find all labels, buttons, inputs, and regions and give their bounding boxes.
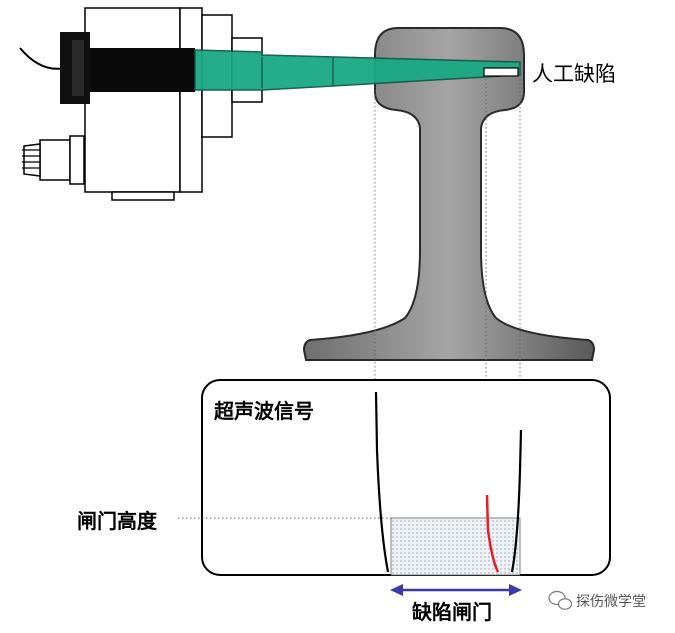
wechat-icon (548, 590, 573, 610)
signal-label: 超声波信号 (213, 399, 314, 423)
artificial-defect-slot (483, 67, 519, 77)
probe-flange-1 (179, 7, 203, 193)
gate-height-label: 闸门高度 (77, 509, 158, 533)
defect-gate-arrow (390, 584, 522, 596)
defect-gate-area (390, 517, 521, 576)
probe-assembly (19, 7, 263, 201)
defect-gate-label: 缺陷闸门 (412, 600, 492, 624)
bottom-echo (510, 429, 523, 573)
probe-foot (111, 191, 175, 201)
probe-crystal (90, 48, 195, 92)
probe-cable (19, 47, 66, 70)
watermark-text: 探伤微学堂 (576, 594, 646, 610)
defect-label: 人工缺陷 (532, 62, 616, 86)
defect-echo (485, 494, 500, 573)
rail-profile (302, 27, 596, 361)
probe-body (84, 7, 181, 193)
watermark: 探伤微学堂 (548, 590, 646, 610)
initial-echo (374, 391, 390, 573)
cooling-fins (22, 135, 85, 185)
